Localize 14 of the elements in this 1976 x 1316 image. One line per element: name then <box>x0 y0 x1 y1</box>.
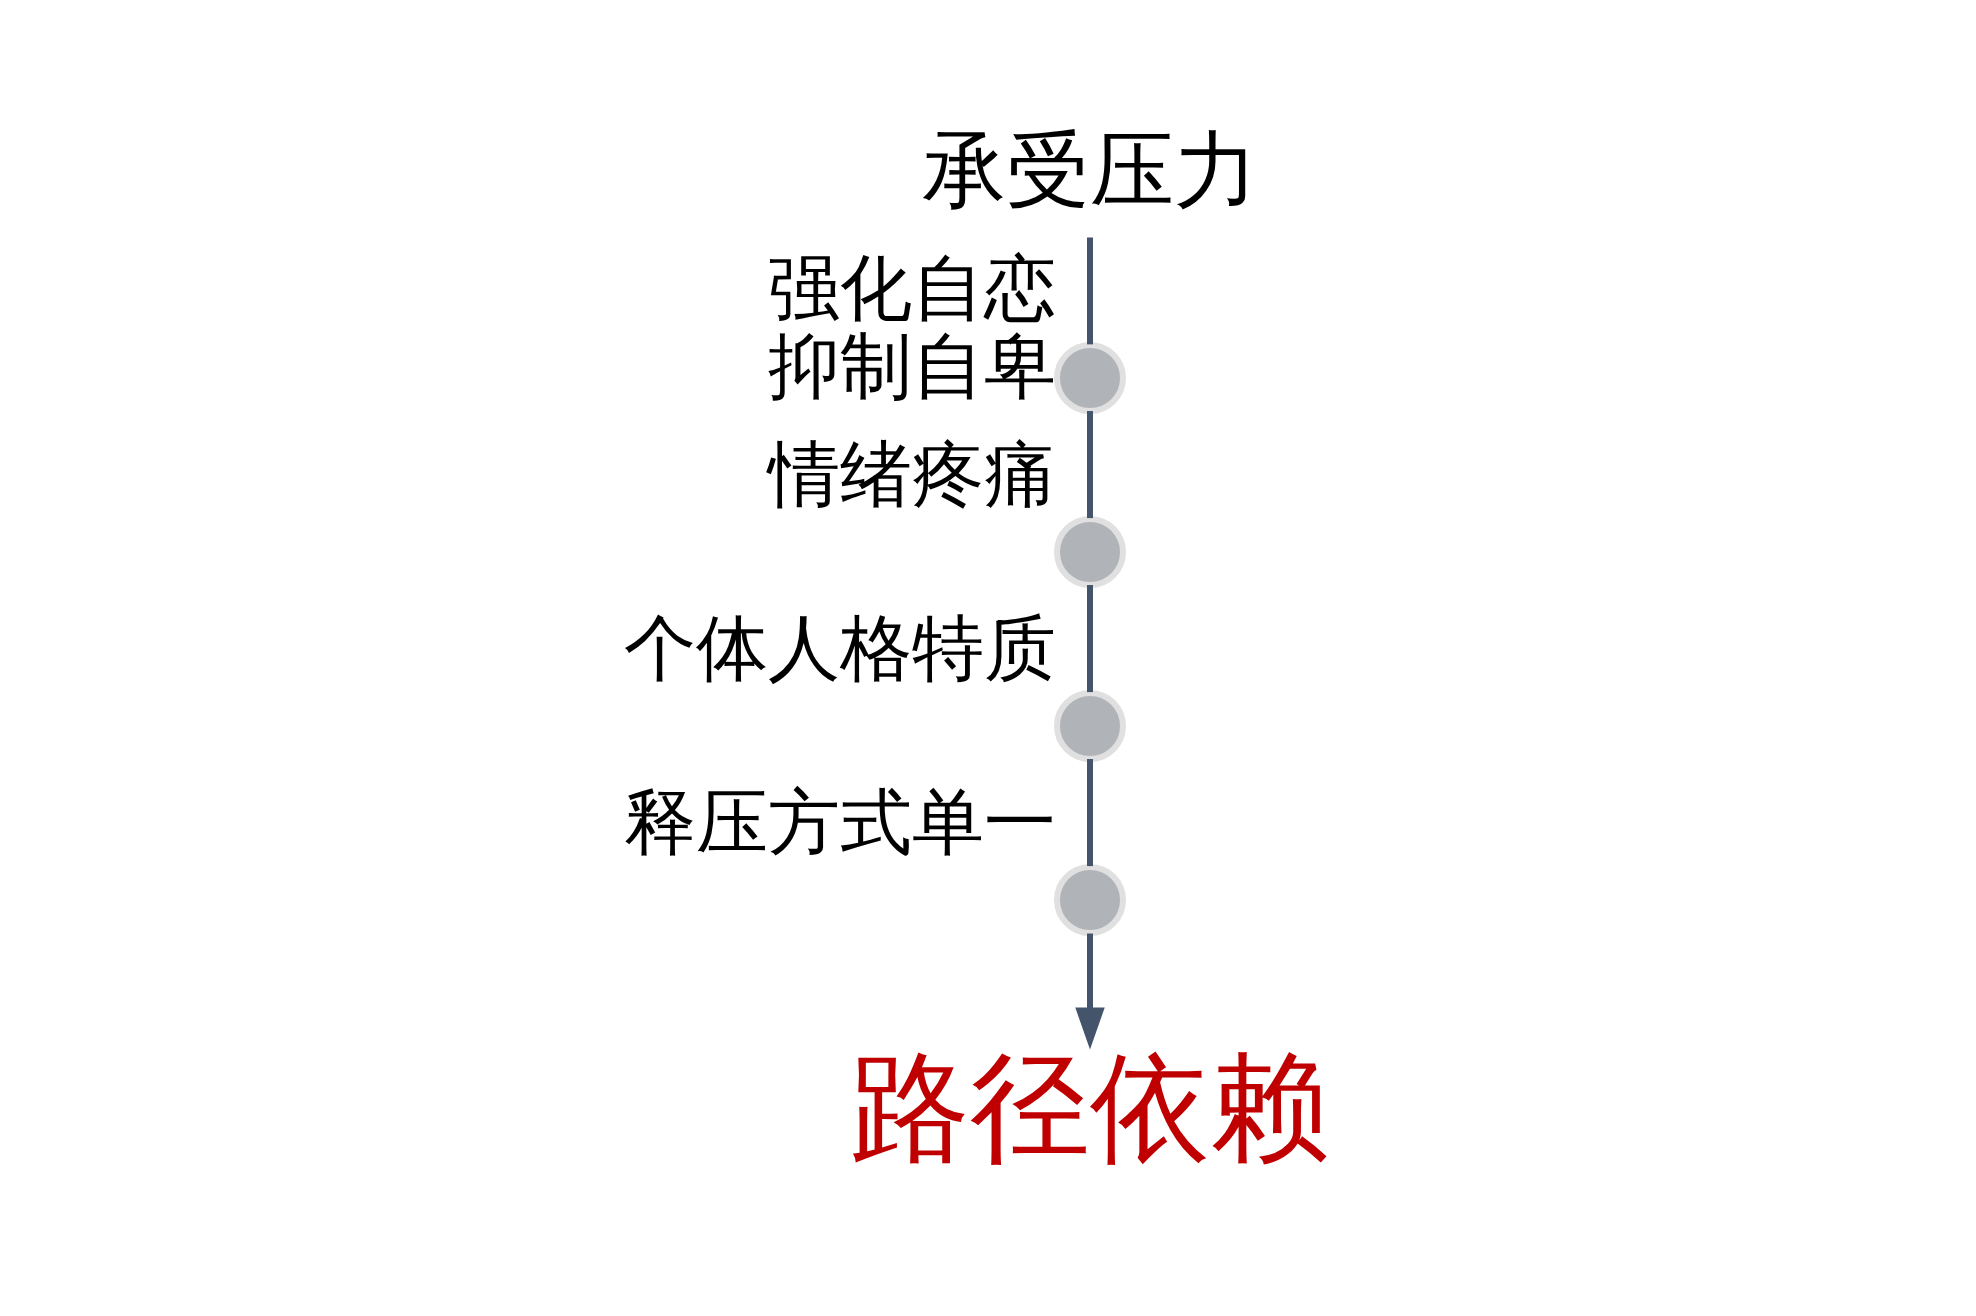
connector <box>1087 410 1093 518</box>
node-circle <box>1054 341 1126 414</box>
node-circle <box>1054 689 1126 762</box>
node-circle <box>1054 863 1126 936</box>
arrow <box>1075 933 1105 1050</box>
node-label: 释压方式单一 <box>623 779 1056 864</box>
node-label: 情绪疼痛 <box>767 431 1056 516</box>
node-text: 承受压力 <box>922 120 1258 219</box>
node-label: 个体人格特质 <box>623 605 1056 690</box>
connector <box>1087 584 1093 692</box>
node-text: 路径依赖 <box>850 1037 1330 1177</box>
connector <box>1087 237 1093 344</box>
node-circle <box>1054 515 1126 588</box>
connector <box>1087 758 1093 866</box>
